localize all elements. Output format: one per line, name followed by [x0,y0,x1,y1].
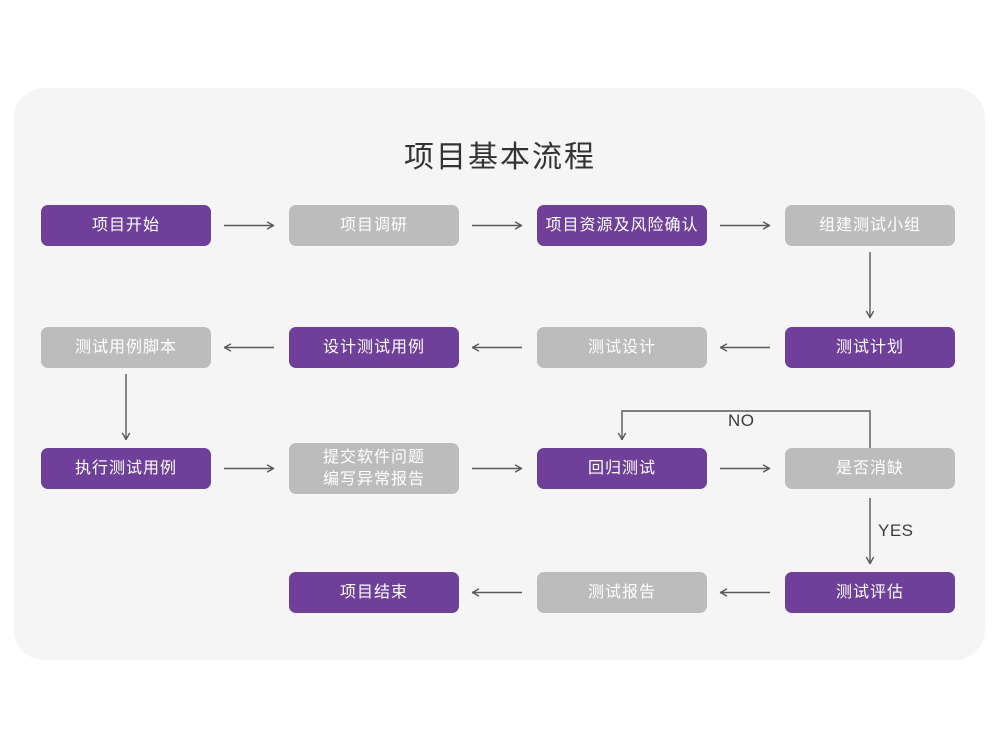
node-defect-cleared-decision[interactable]: 是否消缺 [785,448,955,489]
node-resource-risk-confirm[interactable]: 项目资源及风险确认 [537,205,707,246]
node-test-case-script[interactable]: 测试用例脚本 [41,327,211,368]
node-project-research[interactable]: 项目调研 [289,205,459,246]
node-build-test-team[interactable]: 组建测试小组 [785,205,955,246]
node-design-test-case[interactable]: 设计测试用例 [289,327,459,368]
edge-label-yes: YES [878,521,914,540]
node-project-end[interactable]: 项目结束 [289,572,459,613]
node-test-plan[interactable]: 测试计划 [785,327,955,368]
node-test-evaluation[interactable]: 测试评估 [785,572,955,613]
node-regression-test[interactable]: 回归测试 [537,448,707,489]
node-project-start[interactable]: 项目开始 [41,205,211,246]
node-execute-test-case[interactable]: 执行测试用例 [41,448,211,489]
node-test-report[interactable]: 测试报告 [537,572,707,613]
page-title: 项目基本流程 [404,141,596,174]
flowchart-card [14,88,985,660]
edge-label-no: NO [728,411,755,430]
node-submit-bug-report[interactable]: 提交软件问题 编写异常报告 [289,443,459,494]
node-test-design[interactable]: 测试设计 [537,327,707,368]
